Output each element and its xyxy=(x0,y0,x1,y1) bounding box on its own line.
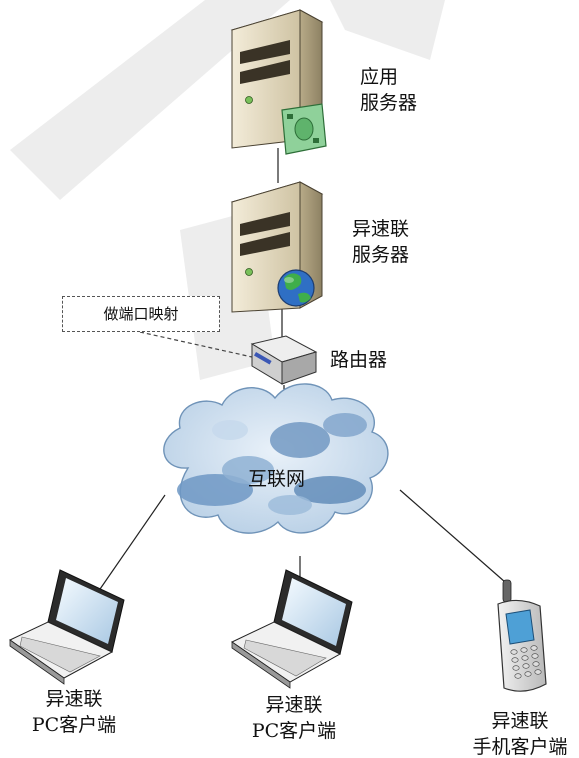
pc-client-mid-label-line1: 异速联 xyxy=(265,694,323,716)
link-internet-to-mobile xyxy=(399,489,506,583)
app-server-icon xyxy=(230,9,327,155)
mobile-phone-icon xyxy=(497,579,547,692)
link-internet-to-pc-left xyxy=(97,494,166,593)
mobile-client-label-line1: 异速联 xyxy=(491,710,549,732)
connection-lines xyxy=(97,148,506,593)
pc-client-left-label: 异速联 PC客户端 xyxy=(12,686,136,738)
app-server-label-line1: 应用 xyxy=(360,66,399,88)
yisulian-server-label-line1: 异速联 xyxy=(352,218,410,240)
internet-label: 互联网 xyxy=(248,468,306,490)
callout-leader xyxy=(139,331,253,358)
app-server-label: 应用 服务器 xyxy=(360,64,417,116)
pc-client-left-label-line1: 异速联 xyxy=(45,688,103,710)
mobile-client-label: 异速联 手机客户端 xyxy=(462,708,578,758)
money-bill-icon xyxy=(281,103,327,155)
internet-cloud xyxy=(163,383,389,534)
yisulian-server-icon xyxy=(230,181,324,313)
port-mapping-callout xyxy=(62,296,220,332)
pc-client-left-label-line2: PC客户端 xyxy=(31,714,117,736)
pc-client-mid-label-line2: PC客户端 xyxy=(251,720,337,742)
pc-client-mid-laptop-icon xyxy=(231,569,353,689)
pc-client-left-laptop-icon xyxy=(9,569,125,685)
globe-icon xyxy=(277,269,315,307)
router-icon xyxy=(250,335,318,385)
pc-client-mid-label: 异速联 PC客户端 xyxy=(232,692,356,744)
router-label: 路由器 xyxy=(330,349,388,371)
mobile-client-label-line2: 手机客户端 xyxy=(472,736,568,758)
port-mapping-callout-text: 做端口映射 xyxy=(103,305,179,323)
yisulian-server-label: 异速联 服务器 xyxy=(352,216,409,268)
yisulian-server-label-line2: 服务器 xyxy=(352,244,410,266)
app-server-label-line2: 服务器 xyxy=(360,92,418,114)
